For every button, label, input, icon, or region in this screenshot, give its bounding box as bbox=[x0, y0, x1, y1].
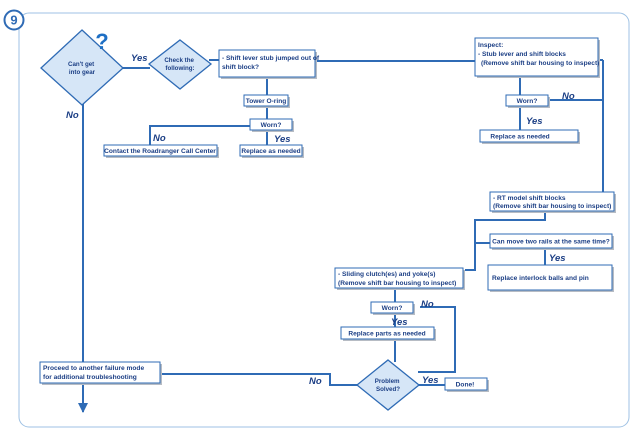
svg-text:Problem Solved?: Problem Solved? bbox=[375, 378, 402, 393]
svg-text:Check the following:: Check the following: bbox=[164, 57, 195, 72]
connectors bbox=[78, 59, 604, 413]
svg-text:?: ? bbox=[95, 29, 108, 54]
inspect-line-1: Inspect: bbox=[478, 42, 503, 49]
can-move-rails-label: Can move two rails at the same time? bbox=[492, 239, 610, 246]
box-worn-1: Worn? bbox=[249, 118, 294, 132]
tower-oring-label: Tower O-ring bbox=[246, 98, 287, 105]
label-yes-rails: Yes bbox=[549, 253, 566, 264]
label-no-1: No bbox=[66, 110, 79, 121]
connector-rt-to-rails bbox=[474, 210, 546, 244]
svg-text:- Shift lever stub jumped out: - Shift lever stub jumped out of shift b… bbox=[222, 55, 321, 71]
connector-rails-no bbox=[465, 243, 476, 271]
page-frame bbox=[18, 12, 630, 428]
replace-parts-label: Replace parts as needed bbox=[348, 331, 425, 338]
box-replace-interlock: Replace interlock balls and pin bbox=[487, 264, 614, 292]
sliding-clutch-line-1: - Sliding clutch(es) and yoke(s) bbox=[338, 271, 435, 278]
worn-1-label: Worn? bbox=[261, 122, 282, 129]
label-yes-1: Yes bbox=[131, 53, 148, 64]
worn-3-label: Worn? bbox=[382, 305, 403, 312]
diamond-check-following: Check the following: bbox=[147, 39, 213, 90]
rt-model-line-1: - RT model shift blocks bbox=[493, 195, 566, 202]
cant-get-line-2: into gear bbox=[69, 69, 96, 76]
box-inspect: Inspect: - Stub lever and shift blocks (… bbox=[474, 37, 600, 78]
worn-2-label: Worn? bbox=[517, 98, 538, 105]
box-worn-3: Worn? bbox=[370, 301, 415, 315]
done-label: Done! bbox=[456, 382, 475, 389]
label-yes-worn-2: Yes bbox=[526, 116, 543, 127]
label-no-worn-1: No bbox=[153, 133, 166, 144]
box-can-move-two-rails: Can move two rails at the same time? bbox=[489, 233, 614, 250]
label-yes-worn-3: Yes bbox=[391, 317, 408, 328]
box-worn-2: Worn? bbox=[505, 94, 550, 108]
step-number: 9 bbox=[10, 13, 17, 28]
connector-worn2-no bbox=[547, 99, 604, 192]
shift-lever-line-1: - Shift lever stub jumped out of bbox=[222, 55, 320, 62]
connector-worn3-no bbox=[418, 306, 456, 373]
diamond-cant-get-into-gear: Can't get into gear bbox=[40, 29, 124, 106]
svg-text:- RT model shift blocks: - RT model shift blocks (Remove shift ba… bbox=[493, 195, 611, 210]
replace-interlock-label: Replace interlock balls and pin bbox=[492, 275, 589, 282]
svg-text:Inspect: - Stub lever an: Inspect: - Stub lever and shift blocks (… bbox=[478, 42, 599, 67]
replace-1-label: Replace as needed bbox=[241, 148, 300, 155]
proceed-line-1: Proceed to another failure mode bbox=[43, 365, 144, 372]
check-following-line-1: Check the bbox=[164, 57, 194, 64]
box-rt-model: - RT model shift blocks (Remove shift ba… bbox=[489, 191, 616, 213]
diamond-problem-solved: Problem Solved? bbox=[355, 359, 421, 411]
connector-worn1-no bbox=[149, 125, 250, 145]
inspect-line-3: (Remove shift bar housing to inspect) bbox=[481, 60, 599, 67]
shift-lever-line-2: shift block? bbox=[222, 64, 259, 71]
box-sliding-clutch: - Sliding clutch(es) and yoke(s) (Remove… bbox=[334, 267, 465, 290]
problem-solved-line-2: Solved? bbox=[376, 386, 400, 393]
label-no-worn-2: No bbox=[562, 91, 575, 102]
connector-solved-no bbox=[160, 373, 358, 386]
cant-get-line-1: Can't get bbox=[68, 61, 94, 68]
problem-solved-line-1: Problem bbox=[375, 378, 400, 385]
check-following-line-2: following: bbox=[165, 65, 194, 72]
sliding-clutch-line-2: (Remove shift bar housing to inspect) bbox=[338, 280, 456, 287]
inspect-line-2: - Stub lever and shift blocks bbox=[478, 51, 566, 58]
svg-text:Can't get into gear: Can't get into gear bbox=[68, 61, 96, 76]
label-no-solved: No bbox=[309, 376, 322, 387]
svg-text:Proceed to another failure mod: Proceed to another failure mode for addi… bbox=[43, 365, 146, 381]
proceed-line-2: for additional troubleshooting bbox=[43, 374, 137, 381]
question-mark-icon: ? bbox=[95, 29, 108, 54]
rt-model-line-2: (Remove shift bar housing to inspect) bbox=[493, 203, 611, 210]
label-yes-worn-1: Yes bbox=[274, 134, 291, 145]
contact-roadranger-label: Contact the Roadranger Call Center bbox=[104, 148, 216, 155]
replace-2-label: Replace as needed bbox=[490, 134, 549, 141]
label-no-worn-3: No bbox=[421, 299, 434, 310]
svg-text:- Sliding clutch(es) and yoke: - Sliding clutch(es) and yoke(s) (Remove… bbox=[338, 271, 456, 287]
step-number-badge: 9 bbox=[3, 9, 25, 31]
box-proceed: Proceed to another failure mode for addi… bbox=[39, 361, 162, 385]
box-tower-oring: Tower O-ring bbox=[243, 94, 290, 108]
box-done: Done! bbox=[444, 377, 489, 392]
box-contact-roadranger: Contact the Roadranger Call Center bbox=[103, 144, 219, 158]
box-replace-parts: Replace parts as needed bbox=[340, 326, 436, 341]
box-replace-as-needed-2: Replace as needed bbox=[479, 129, 580, 144]
box-replace-as-needed-1: Replace as needed bbox=[239, 144, 304, 158]
label-yes-solved: Yes bbox=[422, 375, 439, 386]
box-shift-lever-stub: - Shift lever stub jumped out of shift b… bbox=[218, 49, 321, 79]
